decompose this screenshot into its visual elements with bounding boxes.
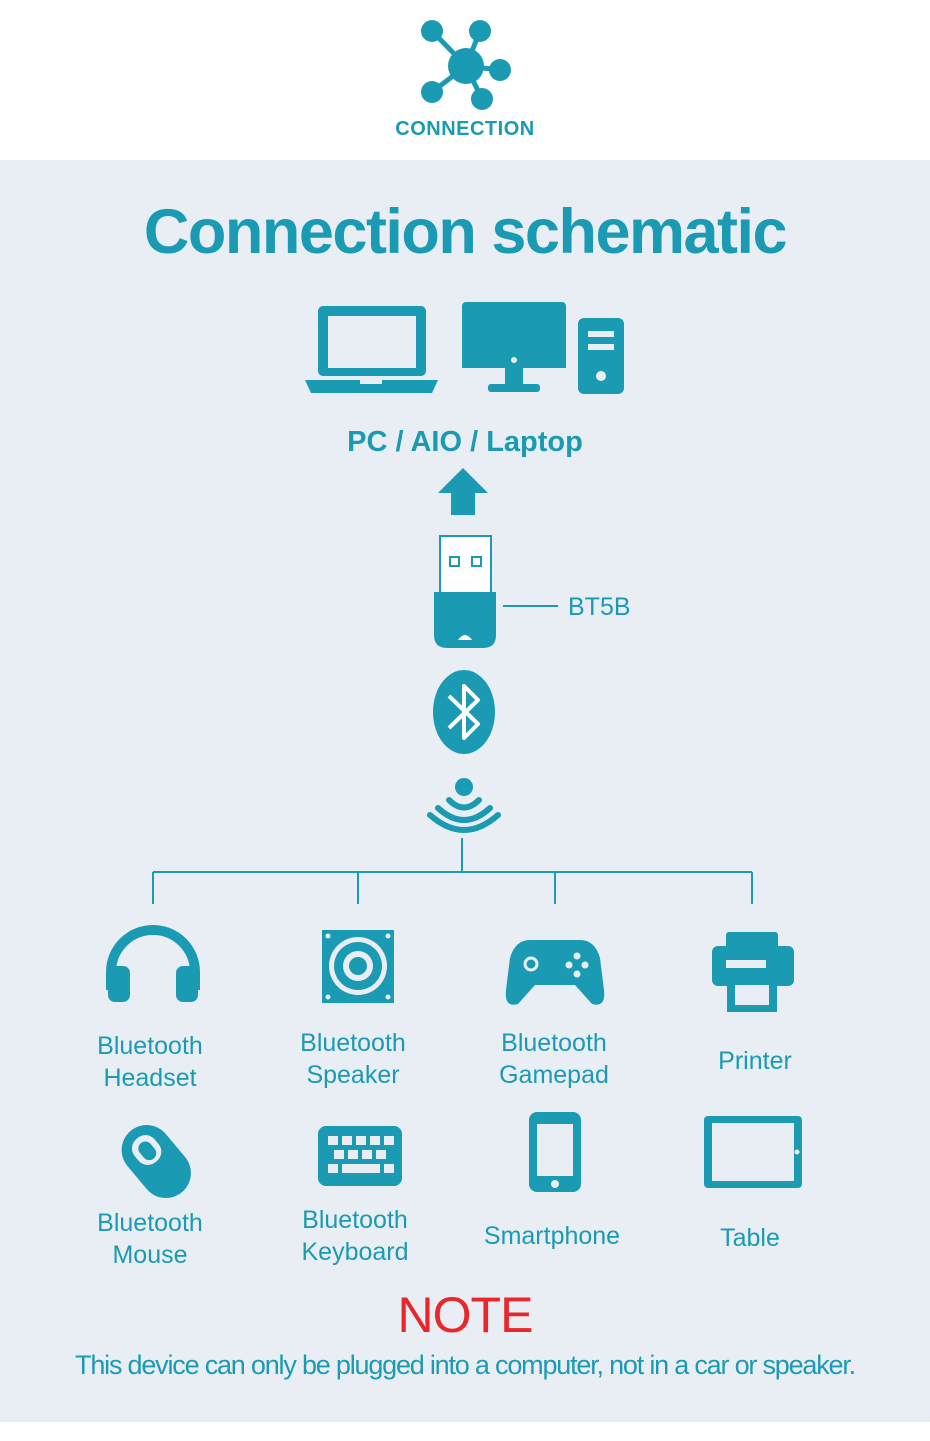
device-label-headset: Bluetooth Headset	[55, 1030, 245, 1094]
device-label-line: Headset	[103, 1064, 197, 1092]
device-label-line: Speaker	[306, 1061, 400, 1089]
keyboard-icon	[318, 1126, 402, 1186]
host-label: PC / AIO / Laptop	[347, 426, 583, 458]
desktop-monitor-icon	[462, 302, 566, 392]
laptop-icon	[305, 306, 438, 393]
note-title: NOTE	[397, 1287, 534, 1343]
device-label-printer: Printer	[660, 1045, 850, 1077]
device-label-speaker: Bluetooth Speaker	[258, 1027, 448, 1091]
header-label: CONNECTION	[395, 118, 535, 140]
device-label-line: Bluetooth	[300, 1029, 406, 1057]
page-title: Connection schematic	[143, 197, 788, 267]
device-label-line: Bluetooth	[302, 1206, 408, 1234]
pc-tower-icon	[578, 318, 624, 394]
device-label-smartphone: Smartphone	[457, 1220, 647, 1252]
printer-icon	[712, 932, 794, 1012]
wireless-signal-icon	[427, 778, 501, 833]
smartphone-icon	[529, 1112, 581, 1192]
device-label-line: Printer	[718, 1047, 792, 1075]
headset-icon	[106, 925, 200, 1002]
device-label-line: Table	[720, 1224, 780, 1252]
device-label-mouse: Bluetooth Mouse	[55, 1207, 245, 1271]
device-label-line: Smartphone	[483, 1222, 621, 1250]
bluetooth-icon	[433, 670, 495, 754]
connection-tree-lines	[152, 838, 753, 904]
device-label-tablet: Table	[655, 1222, 845, 1254]
gamepad-icon	[505, 940, 605, 1005]
device-label-line: Bluetooth	[97, 1032, 203, 1060]
device-label-line: Mouse	[112, 1241, 188, 1269]
device-label-line: Bluetooth	[97, 1209, 203, 1237]
note-text: This device can only be plugged into a c…	[75, 1350, 856, 1380]
usb-adapter-icon	[434, 535, 496, 648]
device-label-line: Bluetooth	[501, 1029, 607, 1057]
device-label-gamepad: Bluetooth Gamepad	[459, 1027, 649, 1091]
adapter-label: BT5B	[568, 593, 631, 621]
tablet-icon	[704, 1116, 802, 1188]
mouse-icon	[121, 1125, 191, 1199]
connection-network-icon	[421, 20, 511, 110]
speaker-icon	[322, 930, 394, 1003]
device-label-line: Keyboard	[301, 1238, 409, 1266]
device-label-keyboard: Bluetooth Keyboard	[260, 1204, 450, 1268]
device-label-line: Gamepad	[499, 1061, 609, 1089]
up-arrow-icon	[438, 468, 488, 515]
